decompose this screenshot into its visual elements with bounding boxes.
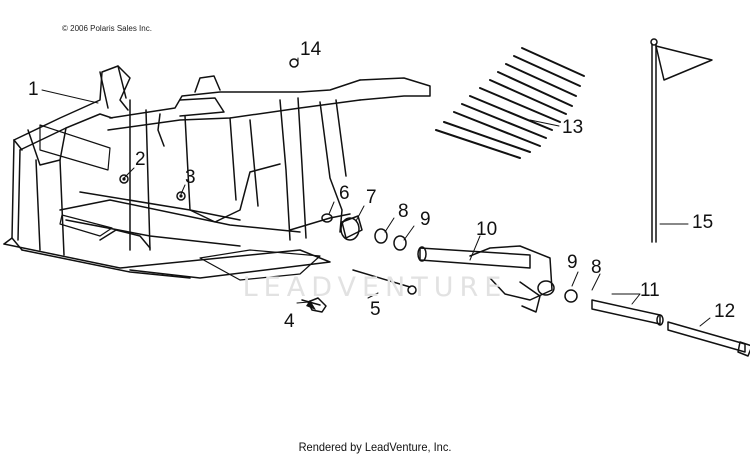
callout-8: 8 <box>398 201 409 222</box>
frame-drawing <box>3 65 431 281</box>
cable-ties-drawing <box>435 47 585 159</box>
footer-credit: Rendered by LeadVenture, Inc. <box>298 440 452 454</box>
leader-lines <box>41 57 711 327</box>
callout-14: 14 <box>300 39 322 60</box>
callout-10: 10 <box>476 219 498 240</box>
callout-13: 13 <box>562 117 584 138</box>
callout-15: 15 <box>692 212 714 233</box>
copyright-notice: © 2006 Polaris Sales Inc. <box>62 24 152 33</box>
watermark-text: LEADVENTURE <box>242 272 508 303</box>
callout-4: 4 <box>284 311 295 332</box>
callout-2: 2 <box>135 149 146 170</box>
callout-1: 1 <box>28 79 39 100</box>
callout-7: 7 <box>366 187 377 208</box>
callout-5: 5 <box>370 299 381 320</box>
callout-9: 9 <box>420 209 431 230</box>
callout-8-right: 8 <box>591 257 602 278</box>
callout-6: 6 <box>339 183 350 204</box>
callout-3: 3 <box>185 167 196 188</box>
flag-drawing <box>650 38 713 243</box>
callout-11: 11 <box>640 280 660 301</box>
callout-12: 12 <box>714 301 736 322</box>
callout-9-right: 9 <box>567 252 578 273</box>
